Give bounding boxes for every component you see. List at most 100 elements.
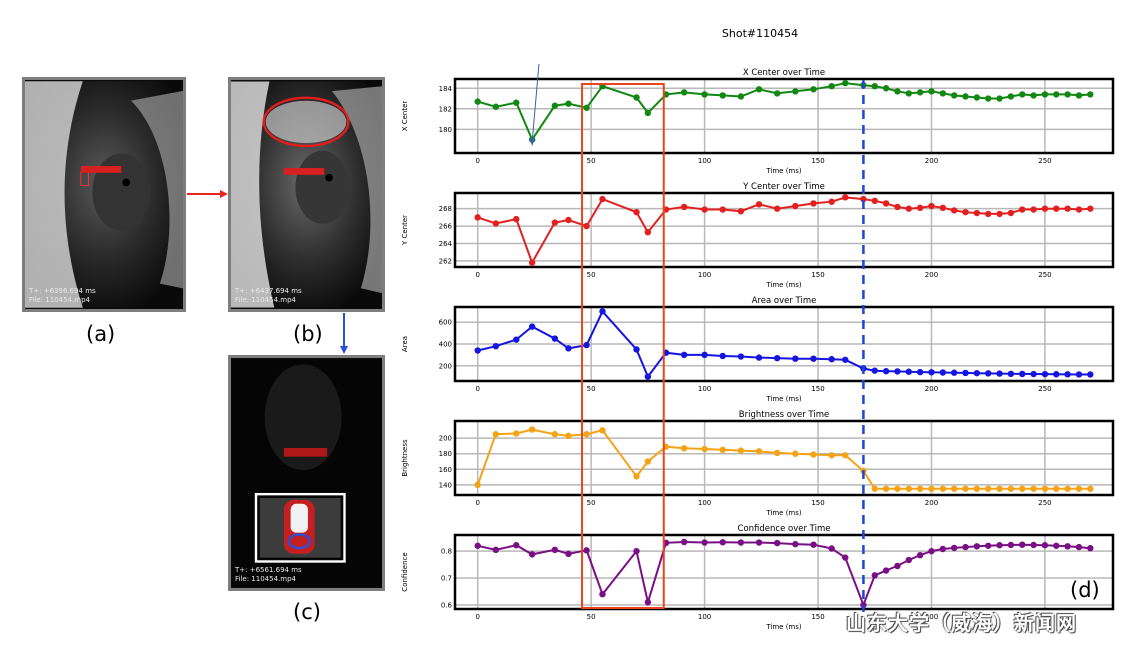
data-point: [701, 539, 708, 546]
data-point: [755, 354, 763, 361]
data-point: [1041, 485, 1049, 492]
data-point: [719, 446, 726, 454]
data-point: [828, 356, 835, 363]
data-point: [773, 539, 781, 547]
data-point: [894, 88, 901, 95]
y-tick-label: 400: [439, 341, 452, 349]
data-point: [792, 355, 799, 362]
data-point: [916, 485, 924, 492]
data-point: [842, 554, 849, 561]
x-tick-label: 250: [1038, 385, 1051, 393]
data-point: [1075, 543, 1083, 551]
data-point: [474, 214, 481, 221]
series-line: [477, 196, 1091, 265]
data-point: [828, 452, 835, 459]
frame-b-info: T+: +6437.694 ms File: 110454.mp4: [235, 287, 302, 305]
data-point: [701, 445, 708, 453]
data-point: [737, 447, 745, 454]
data-point: [1007, 541, 1015, 549]
y-axis-label: Y Center: [401, 215, 409, 246]
data-point: [680, 351, 688, 359]
y-axis-label: Confidence: [401, 552, 409, 591]
data-point: [1087, 205, 1094, 212]
data-point: [513, 99, 520, 106]
data-point: [792, 88, 799, 95]
x-tick-label: 50: [587, 499, 596, 507]
data-point: [474, 347, 481, 354]
data-point: [737, 539, 745, 546]
data-point: [810, 451, 817, 458]
data-point: [551, 219, 559, 226]
x-tick-label: 200: [925, 613, 938, 621]
y-axis-label: Brightness: [401, 439, 409, 477]
data-point: [973, 543, 981, 550]
data-point: [1053, 485, 1060, 492]
data-point: [583, 431, 590, 438]
data-point: [916, 551, 924, 559]
data-point: [492, 103, 500, 110]
chart-frame: [453, 533, 1115, 611]
y-tick-label: 184: [439, 85, 453, 93]
pointer-arrow: [531, 63, 540, 143]
frame-c-image: [231, 359, 382, 587]
data-point: [871, 485, 878, 492]
data-point: [551, 431, 559, 438]
data-point: [755, 86, 763, 93]
data-point: [583, 222, 590, 230]
data-point: [928, 369, 935, 376]
data-point: [828, 198, 835, 205]
x-tick-label: 50: [587, 271, 596, 279]
data-point: [599, 195, 606, 203]
data-point: [894, 562, 901, 570]
data-point: [513, 542, 520, 549]
data-point: [565, 550, 572, 558]
data-point: [905, 485, 912, 492]
caption-a: (a): [86, 322, 116, 346]
caption-c: (c): [293, 600, 321, 624]
caption-b: (b): [293, 322, 323, 346]
data-point: [1007, 485, 1015, 492]
data-point: [528, 551, 536, 558]
data-point: [842, 452, 849, 459]
data-point: [474, 98, 481, 105]
data-point: [985, 95, 992, 102]
data-point: [680, 445, 688, 452]
data-point: [1075, 206, 1083, 213]
data-point: [565, 432, 572, 439]
data-point: [701, 351, 708, 359]
data-point: [492, 546, 500, 553]
data-point: [528, 259, 536, 266]
data-point: [985, 542, 992, 549]
frame-a-time: T+: +6396.694 ms: [29, 287, 96, 295]
data-point: [928, 547, 935, 555]
x-tick-label: 150: [811, 613, 824, 621]
x-tick-label: 50: [587, 613, 596, 621]
y-tick-label: 264: [439, 240, 453, 248]
data-point: [962, 93, 969, 100]
data-point: [871, 367, 878, 374]
data-point: [528, 323, 536, 330]
data-point: [551, 102, 559, 109]
data-point: [842, 194, 849, 201]
data-point: [871, 82, 878, 90]
data-point: [962, 485, 969, 492]
y-axis-label: X Center: [401, 101, 409, 132]
x-tick-label: 100: [698, 613, 711, 621]
x-tick-label: 50: [587, 385, 596, 393]
data-point: [565, 345, 572, 352]
y-tick-label: 180: [439, 450, 452, 458]
data-point: [1053, 542, 1060, 549]
y-tick-label: 180: [439, 126, 452, 134]
data-point: [551, 335, 559, 342]
y-tick-label: 0.6: [441, 601, 453, 609]
y-axis-label: Area: [401, 336, 409, 352]
x-tick-label: 0: [475, 271, 479, 279]
data-point: [950, 369, 958, 376]
data-point: [828, 82, 835, 90]
data-point: [565, 216, 572, 224]
data-point: [916, 89, 924, 96]
data-point: [950, 485, 958, 492]
